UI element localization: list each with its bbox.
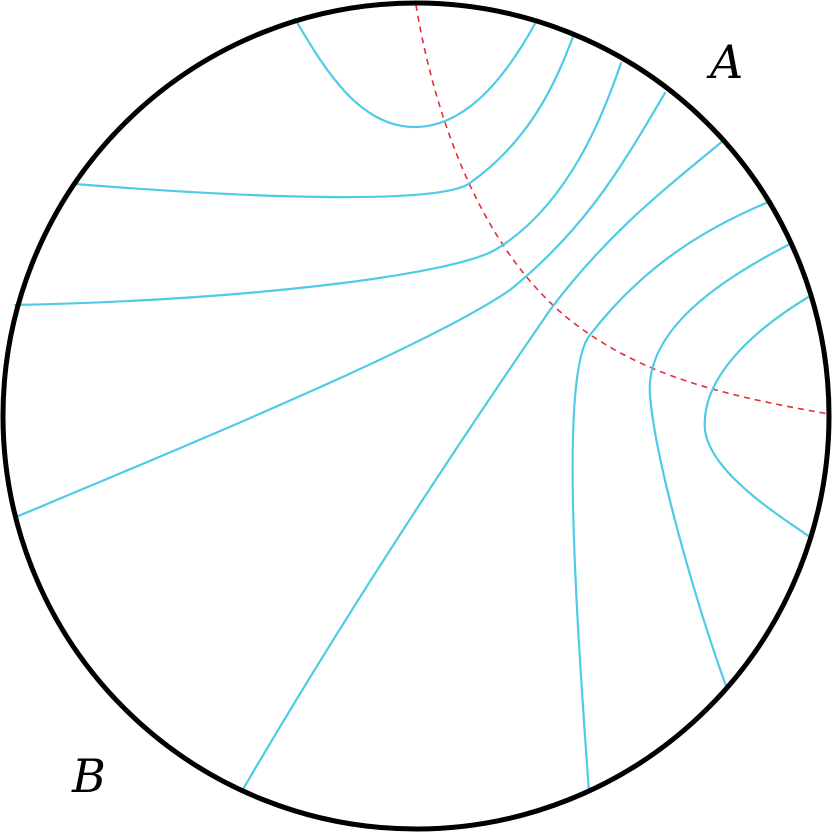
geodesic-5 <box>240 138 726 793</box>
dashed-cut-curve <box>415 4 830 415</box>
geodesic-curves <box>13 17 812 794</box>
geodesic-8 <box>703 294 812 539</box>
geodesic-6 <box>571 199 773 794</box>
region-a-label: A <box>706 35 743 89</box>
geodesic-3 <box>13 61 623 307</box>
geodesic-1 <box>293 17 539 129</box>
geodesic-7 <box>648 243 790 688</box>
region-b-label: B <box>71 749 106 803</box>
geodesic-4 <box>14 91 667 519</box>
geodesic-2 <box>73 32 576 199</box>
